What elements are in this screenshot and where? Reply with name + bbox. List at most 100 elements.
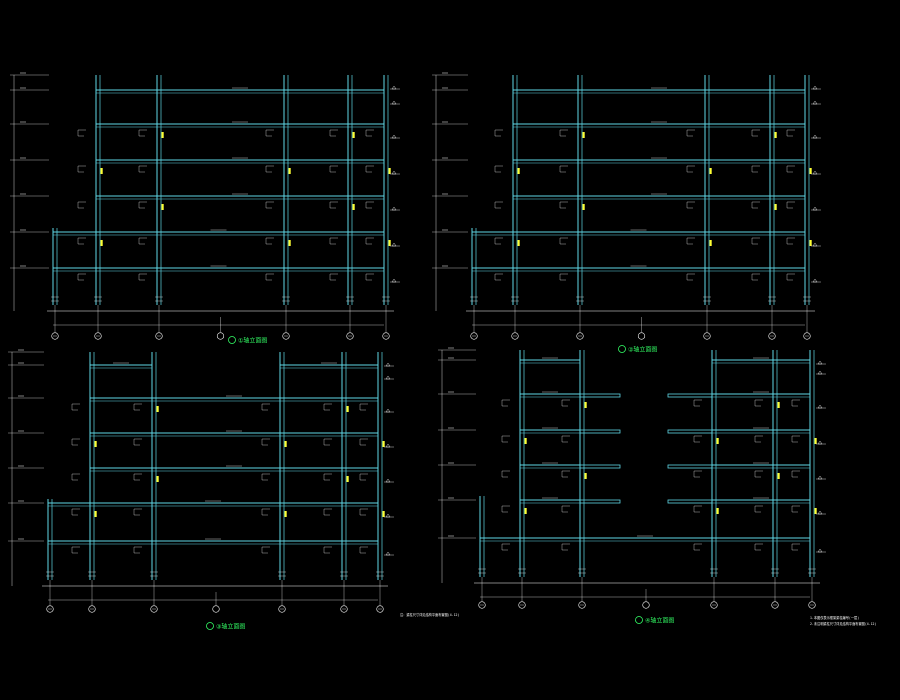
footing-mark: [703, 296, 711, 302]
column-marker: [161, 204, 164, 210]
leader-mark: [501, 399, 510, 407]
axis-bubble: [642, 601, 650, 609]
leader-mark: [693, 470, 702, 478]
column-marker: [814, 508, 817, 514]
leader-mark: [501, 543, 510, 551]
leader-mark: [71, 546, 80, 554]
column-marker: [709, 240, 712, 246]
title-bubble: [635, 616, 643, 624]
column-marker: [388, 240, 391, 246]
leader-mark: [265, 129, 274, 137]
leader-mark: [686, 237, 695, 245]
leader-mark: [791, 399, 800, 407]
footing-mark: [470, 296, 478, 302]
axis-bubble: [150, 605, 158, 613]
leader-mark: [261, 508, 270, 516]
leader-mark: [138, 237, 147, 245]
column-marker: [582, 132, 585, 138]
leader-mark: [786, 237, 795, 245]
leader-mark: [329, 237, 338, 245]
leader-mark: [133, 546, 142, 554]
leader-mark: [791, 543, 800, 551]
cantilever-beam: [579, 393, 621, 398]
leader-mark: [791, 470, 800, 478]
elevation-arrow: [817, 370, 823, 375]
footing-mark: [51, 296, 59, 302]
leader-mark: [365, 237, 374, 245]
leader-mark: [693, 505, 702, 513]
column-marker: [156, 476, 159, 482]
leader-mark: [693, 543, 702, 551]
column-marker: [284, 441, 287, 447]
elevation-arrow: [817, 360, 823, 365]
column-marker: [288, 168, 291, 174]
axis-bubble: [470, 332, 478, 340]
column-marker: [100, 240, 103, 246]
leader-mark: [561, 435, 570, 443]
frame-elevation-top-left: [10, 72, 400, 340]
leader-mark: [786, 273, 795, 281]
column-marker: [584, 402, 587, 408]
leader-mark: [71, 508, 80, 516]
leader-mark: [77, 129, 86, 137]
leader-mark: [77, 237, 86, 245]
axis-bubble: [478, 601, 486, 609]
column-marker: [524, 438, 527, 444]
elevation-arrow: [812, 100, 818, 105]
note-line: 2.未注明梁柱尺寸详见结构平面布置图(4-12): [810, 621, 876, 626]
leader-mark: [686, 165, 695, 173]
leader-mark: [561, 399, 570, 407]
panel-title: ④轴立面图: [645, 617, 674, 625]
axis-bubble: [155, 332, 163, 340]
leader-mark: [791, 505, 800, 513]
leader-mark: [365, 273, 374, 281]
leader-mark: [138, 129, 147, 137]
leader-mark: [686, 201, 695, 209]
column-marker: [809, 168, 812, 174]
elevation-arrow: [391, 170, 397, 175]
leader-mark: [329, 273, 338, 281]
panel-title: ①轴立面图: [238, 337, 267, 345]
cantilever-beam: [667, 499, 713, 504]
leader-mark: [359, 438, 368, 446]
elevation-arrow: [812, 170, 818, 175]
leader-mark: [71, 473, 80, 481]
leader-mark: [786, 201, 795, 209]
footing-mark: [768, 296, 776, 302]
axis-bubble: [94, 332, 102, 340]
leader-mark: [494, 237, 503, 245]
axis-bubble: [216, 332, 225, 340]
column-marker: [777, 402, 780, 408]
leader-mark: [329, 165, 338, 173]
leader-mark: [261, 546, 270, 554]
cantilever-beam: [579, 499, 621, 504]
axis-bubble: [282, 332, 290, 340]
column-marker: [94, 441, 97, 447]
leader-mark: [686, 273, 695, 281]
leader-mark: [751, 237, 760, 245]
footing-mark: [46, 571, 54, 577]
elevation-arrow: [385, 362, 391, 367]
column-marker: [382, 511, 385, 517]
axis-bubble: [212, 605, 220, 613]
cantilever-beam: [667, 393, 713, 398]
elevation-arrow: [817, 548, 823, 553]
column-marker: [777, 473, 780, 479]
title-bubble: [206, 622, 214, 630]
leader-mark: [561, 505, 570, 513]
footing-mark: [382, 296, 390, 302]
axis-bubble: [771, 601, 779, 609]
leader-mark: [77, 273, 86, 281]
column-marker: [352, 204, 355, 210]
leader-mark: [786, 129, 795, 137]
leader-mark: [754, 470, 763, 478]
leader-mark: [693, 435, 702, 443]
column-marker: [774, 132, 777, 138]
leader-mark: [501, 505, 510, 513]
axis-bubble: [803, 332, 811, 340]
footing-mark: [278, 571, 286, 577]
elevation-arrow: [385, 513, 391, 518]
column-marker: [716, 438, 719, 444]
title-block-tr: ②轴立面图: [618, 345, 657, 354]
elevation-arrow: [385, 478, 391, 483]
